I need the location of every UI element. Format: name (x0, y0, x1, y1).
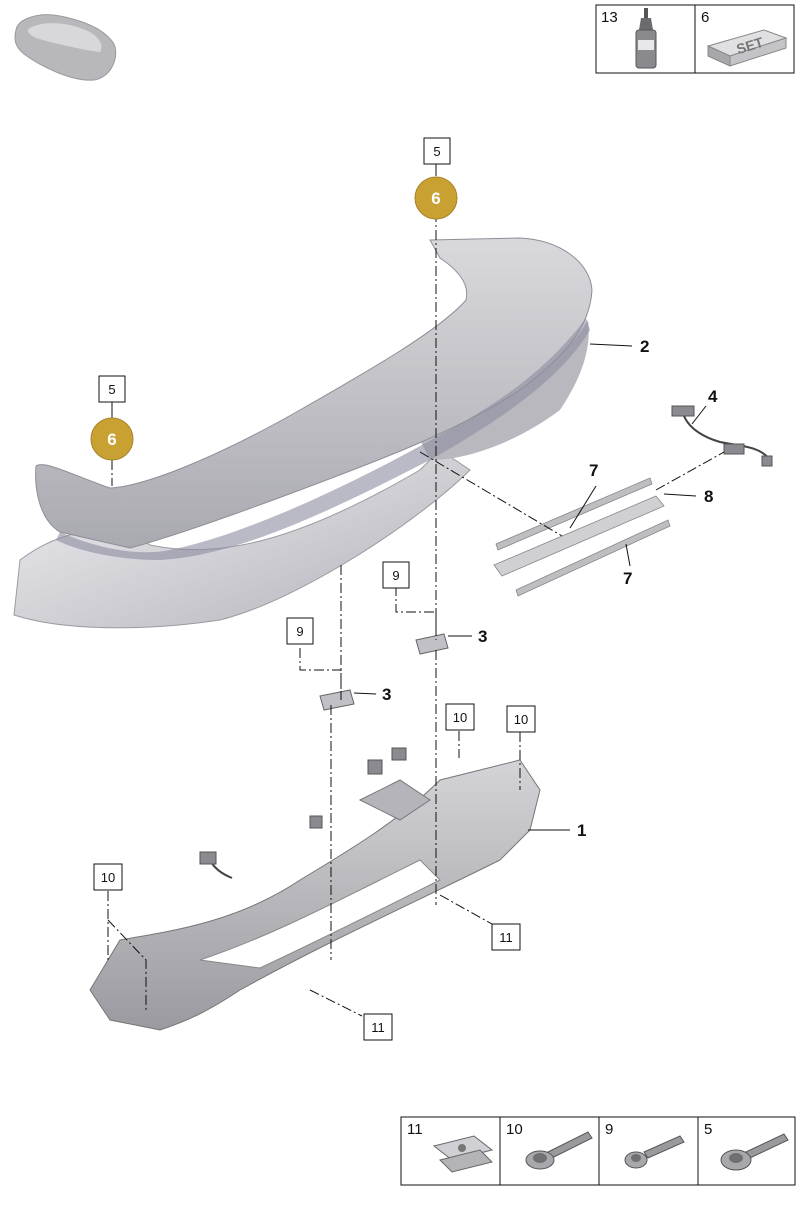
box-9-left: 9 (286, 617, 314, 645)
set-box-icon: SET (706, 29, 788, 67)
reference-boxes: 5 5 9 9 10 10 10 11 (93, 137, 536, 1041)
svg-text:6: 6 (107, 430, 116, 449)
box-9-right: 9 (382, 561, 410, 589)
callout-3-lower: 3 (382, 685, 391, 704)
svg-text:6: 6 (431, 189, 440, 208)
screw-large-head-icon (720, 1133, 789, 1171)
callout-numbers: 2 4 7 8 7 3 3 1 (382, 337, 718, 840)
legend-number: 11 (407, 1121, 423, 1138)
box-5-upper: 5 (423, 137, 451, 165)
callout-8: 8 (704, 487, 713, 506)
box-5-left: 5 (98, 375, 126, 403)
box-11-right: 11 (491, 923, 521, 951)
legend-number: 13 (601, 9, 618, 26)
callout-7-upper: 7 (589, 461, 598, 480)
svg-text:10: 10 (514, 712, 528, 727)
wiring-harness (671, 405, 773, 467)
legend-number: 5 (704, 1121, 712, 1138)
callout-1: 1 (577, 821, 586, 840)
box-10-middle: 10 (445, 703, 475, 731)
screw-icon (624, 1135, 685, 1169)
callout-7-lower: 7 (623, 569, 632, 588)
callout-4: 4 (708, 387, 718, 406)
adhesive-bottle-icon (635, 8, 657, 69)
leader-lines (111, 164, 707, 831)
top-legend: 13 6 SET (595, 4, 795, 74)
svg-text:5: 5 (433, 144, 440, 159)
clip-nut-icon (432, 1135, 494, 1173)
svg-text:9: 9 (392, 568, 399, 583)
badge-6-upper: 6 (414, 176, 458, 220)
assembly-lines (107, 212, 725, 1017)
svg-text:5: 5 (108, 382, 115, 397)
box-10-left: 10 (93, 863, 123, 891)
box-11-bottom: 11 (363, 1013, 393, 1041)
set-label: SET (734, 34, 765, 57)
mounting-bracket-upper (415, 633, 449, 655)
svg-text:11: 11 (371, 1020, 385, 1035)
mounting-bracket-lower (319, 689, 355, 711)
svg-text:10: 10 (101, 870, 115, 885)
cover-strips (493, 477, 671, 597)
badge-6-left: 6 (90, 417, 134, 461)
bottom-legend: 11 10 9 5 (400, 1116, 796, 1186)
box-10-right: 10 (506, 705, 536, 733)
svg-text:11: 11 (499, 930, 513, 945)
vehicle-thumbnail-icon (14, 14, 117, 81)
svg-text:9: 9 (296, 624, 303, 639)
support-frame (89, 747, 541, 1031)
svg-text:10: 10 (453, 710, 467, 725)
callout-2: 2 (640, 337, 649, 356)
rear-spoiler (13, 237, 593, 629)
legend-number: 9 (605, 1121, 613, 1138)
bolt-with-washer-icon (525, 1131, 593, 1170)
legend-number: 6 (701, 9, 709, 26)
legend-number: 10 (506, 1121, 523, 1138)
callout-3-upper: 3 (478, 627, 487, 646)
